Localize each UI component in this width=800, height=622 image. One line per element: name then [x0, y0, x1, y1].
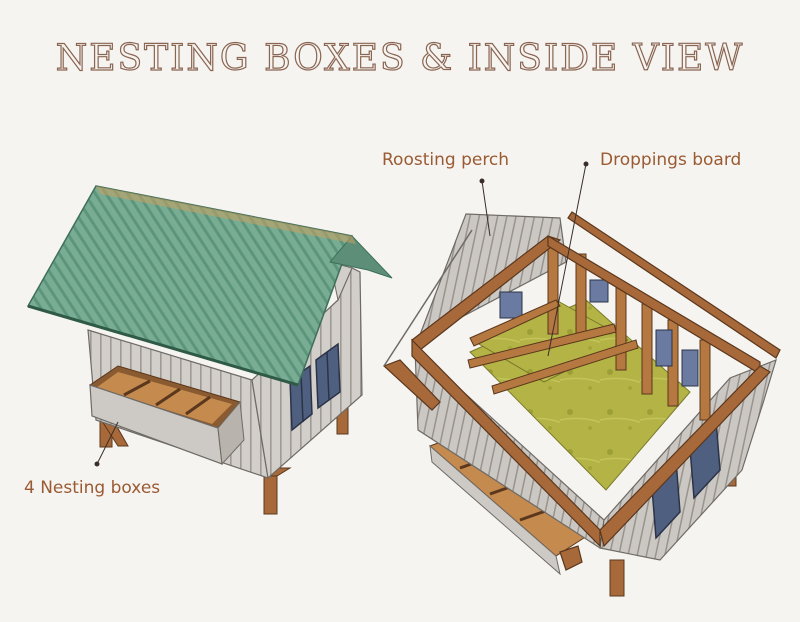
interior-coop	[382, 211, 781, 597]
roosting-perch-label: Roosting perch	[382, 150, 510, 170]
leader-roosting-perch	[481, 180, 491, 237]
coop-roof	[26, 185, 354, 386]
nesting-box-exterior	[88, 365, 245, 466]
roosting-perch	[467, 299, 639, 395]
droppings-board-label: Droppings board	[600, 150, 742, 170]
leader-lines	[94, 161, 589, 467]
page-title: NESTING BOXES & INSIDE VIEW	[55, 37, 745, 79]
leader-droppings-board	[547, 163, 587, 357]
leader-nesting-boxes	[96, 421, 119, 465]
exterior-coop	[26, 185, 393, 515]
top-plates	[382, 211, 781, 571]
nesting-boxes-label: 4 Nesting boxes	[24, 478, 161, 498]
